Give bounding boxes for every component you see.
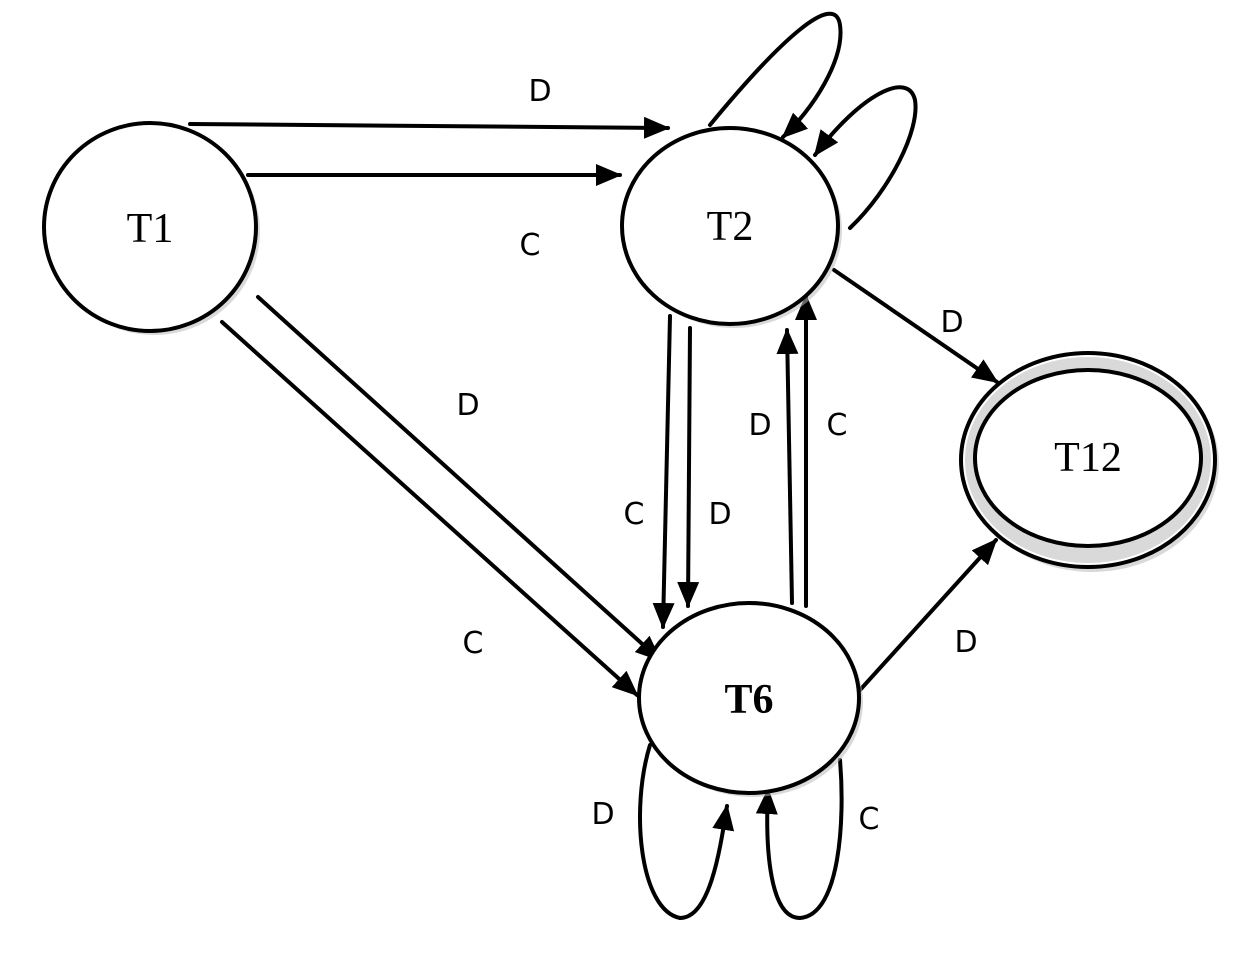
edge-t2-t6-d [677, 326, 700, 608]
node-t2-label: T2 [707, 204, 754, 250]
label-t6-t2-d: D [748, 408, 771, 443]
node-t12: T12 [959, 351, 1219, 572]
node-t2: T2 [620, 126, 842, 328]
node-t12-label: T12 [1054, 435, 1122, 481]
edge-t2-self-loop-1 [708, 11, 843, 139]
label-t2-t6-d: D [708, 497, 731, 532]
label-t1-t6-d: D [456, 388, 479, 423]
label-t1-t2-d: D [528, 74, 551, 109]
label-t2-t6-c: C [624, 497, 645, 532]
label-t6-t2-c: C [827, 408, 848, 443]
node-t1: T1 [42, 121, 260, 335]
edge-t2-self-loop-2 [813, 85, 918, 230]
label-t1-t2-c: C [520, 228, 541, 263]
label-t6-self-loop-d: D [591, 797, 614, 832]
label-t1-t6-c: C [463, 626, 484, 661]
node-t6-label: T6 [724, 677, 773, 723]
label-t2-t12-d: D [940, 305, 963, 340]
edge-t1-t6-c [220, 320, 639, 697]
node-t6: T6 [637, 601, 863, 797]
edge-t2-t12-d [832, 268, 999, 384]
edge-t6-t2-d [776, 328, 799, 605]
edge-t2-t6-c [652, 314, 675, 629]
edge-t1-t6-d [256, 295, 662, 662]
edge-t6-t12-d [858, 538, 998, 692]
label-t6-self-loop-c: C [859, 802, 880, 837]
node-t1-label: T1 [127, 206, 174, 252]
label-t6-t12-d: D [954, 625, 977, 660]
edge-t1-t2-d [188, 116, 670, 139]
edge-t6-self-loop-d [638, 743, 735, 921]
edge-t6-self-loop-c [755, 758, 844, 921]
